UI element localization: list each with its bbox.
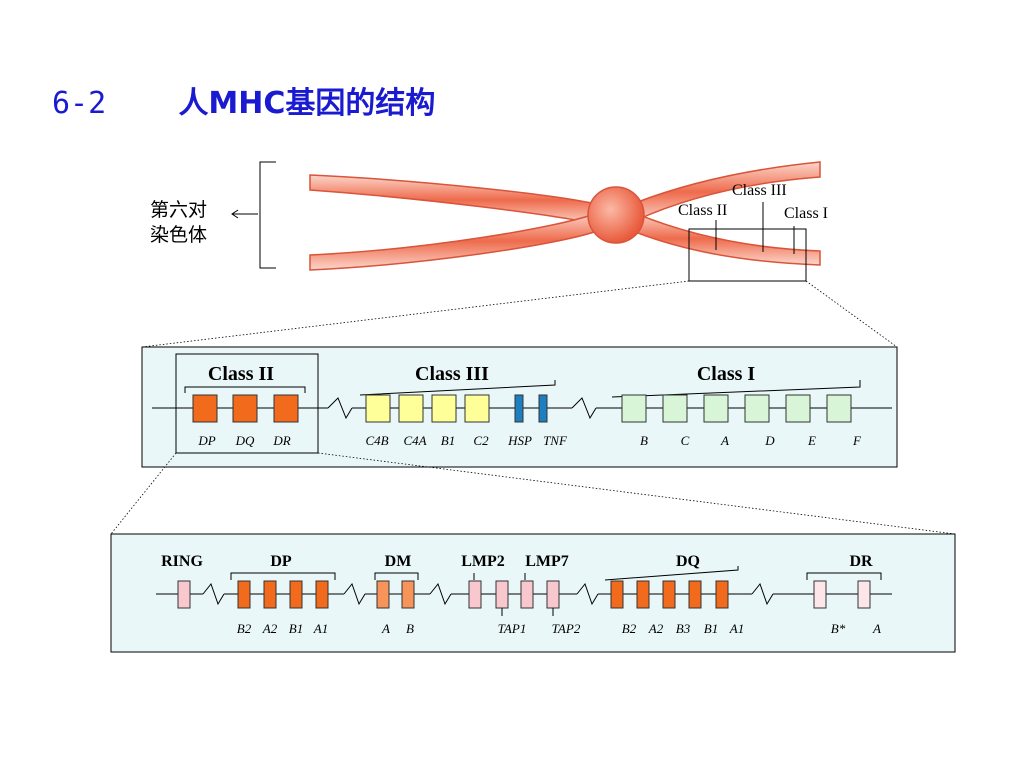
gene-box-lmp2: [468, 580, 482, 609]
gene-label-c2: C2: [473, 433, 489, 448]
panel-2: RING DP DM LMP2 LMP7 DQ DR: [110, 533, 956, 653]
chromosome-arm-lower-left: [309, 210, 601, 271]
gene-box-tap1: [495, 580, 509, 609]
gene-box-dp: [192, 394, 218, 423]
gene-label-f: F: [852, 433, 862, 448]
title-number: 6-2: [52, 86, 107, 121]
gene-label-d: D: [764, 433, 775, 448]
panel-2-header-ring: RING: [161, 553, 203, 570]
gene-box-dp-b2: [237, 580, 251, 609]
panel-2-header-dm: DM: [385, 553, 412, 570]
gene-box-dq-b2: [610, 580, 624, 609]
chromosome-arm-upper-right: [629, 161, 821, 224]
chromosome-region-markers: [715, 202, 795, 254]
panel-2-header-dp: DP: [270, 553, 292, 570]
panel-1-header-class2: Class II: [208, 363, 274, 385]
gene-box-b1: [431, 394, 457, 423]
gene-box-tnf: [538, 394, 548, 423]
gene-label-dr: DR: [272, 433, 290, 448]
chromosome: [309, 161, 821, 271]
gene2-label-dq-a1: A1: [729, 621, 744, 636]
gene2-label-dq-b2: B2: [622, 621, 637, 636]
gene-box-c: [662, 394, 688, 423]
panel-2-header-lmp2: LMP2: [461, 553, 505, 570]
gene-box-dr-a: [857, 580, 871, 609]
chromosome-bracket: [231, 161, 276, 269]
gene-label-dp: DP: [197, 433, 215, 448]
gene2-label-dp-b2: B2: [237, 621, 252, 636]
chromosome-class2-label: Class II: [678, 202, 727, 219]
panel-2-header-dr: DR: [849, 553, 873, 570]
chromosome-label-line1: 第六对: [150, 199, 208, 221]
gene-label-dq: DQ: [235, 433, 255, 448]
chromosome-zoom-box: [688, 228, 807, 282]
gene-box-f: [826, 394, 852, 423]
gene-box-dr: [273, 394, 299, 423]
zoom-line-right-1: [805, 280, 898, 348]
chromosome-class3-label: Class III: [732, 182, 787, 199]
title-text: 人MHC基因的结构: [178, 86, 436, 121]
gene-label-c: C: [681, 433, 690, 448]
centromere: [587, 186, 645, 244]
gene-box-ring: [177, 580, 191, 609]
gene2-label-dq-b1: B1: [704, 621, 718, 636]
gene-box-dq-a1: [715, 580, 729, 609]
gene-box-b: [621, 394, 647, 423]
gene-box-dr-b: [813, 580, 827, 609]
gene-box-c4a: [398, 394, 424, 423]
chromosome-arm-lower-right: [629, 210, 821, 266]
gene-box-tap2: [546, 580, 560, 609]
panel-1: Class II Class III Class I: [141, 346, 898, 468]
chromosome-arm-upper-left: [309, 174, 601, 226]
gene-label-c4b: C4B: [365, 433, 388, 448]
panel-2-header-lmp7: LMP7: [525, 553, 569, 570]
gene2-label-dm-a: A: [381, 621, 390, 636]
gene-box-dq-b3: [662, 580, 676, 609]
gene-label-b1: B1: [441, 433, 455, 448]
gene2-label-tap1: TAP1: [498, 621, 527, 636]
gene-box-dp-b1: [289, 580, 303, 609]
gene-box-d: [744, 394, 770, 423]
chromosome-label-line2: 染色体: [150, 224, 208, 246]
gene2-label-tap2: TAP2: [552, 621, 581, 636]
chromosome-class1-label: Class I: [784, 205, 828, 222]
chromosome-label: 第六对 染色体: [150, 198, 207, 248]
gene-box-e: [785, 394, 811, 423]
gene-label-hsp: HSP: [507, 433, 532, 448]
panel-1-header-class3: Class III: [415, 363, 489, 385]
gene-box-c2: [464, 394, 490, 423]
gene-box-lmp7: [520, 580, 534, 609]
gene-box-c4b: [365, 394, 391, 423]
gene-box-dm-b: [401, 580, 415, 609]
gene-box-dp-a1: [315, 580, 329, 609]
gene2-label-dp-b1: B1: [289, 621, 303, 636]
panel-1-brackets: [184, 380, 861, 398]
page-title: 6-2 人MHC基因的结构: [52, 78, 435, 122]
gene-label-a: A: [720, 433, 729, 448]
zoom-line-left-1: [141, 280, 690, 348]
gene2-label-dm-b: B: [406, 621, 414, 636]
gene-box-dq-a2: [636, 580, 650, 609]
panel-1-class2-box: [175, 353, 319, 454]
gene2-label-dq-a2: A2: [648, 621, 664, 636]
gene-box-dm-a: [376, 580, 390, 609]
gene-box-dp-a2: [263, 580, 277, 609]
gene-box-a: [703, 394, 729, 423]
panel-2-header-dq: DQ: [676, 553, 700, 570]
gene-box-dq-b1: [688, 580, 702, 609]
gene-box-dq: [232, 394, 258, 423]
gene-label-e: E: [807, 433, 816, 448]
gene2-label-dq-b3: B3: [676, 621, 691, 636]
gene2-label-dp-a1: A1: [313, 621, 328, 636]
gene-label-tnf: TNF: [543, 433, 568, 448]
panel-1-header-class1: Class I: [697, 363, 756, 385]
panel-2-brackets: [230, 566, 882, 581]
gene2-label-dr-b: B*: [831, 621, 846, 636]
gene-label-b: B: [640, 433, 648, 448]
gene2-label-dr-a: A: [872, 621, 881, 636]
gene-label-c4a: C4A: [403, 433, 426, 448]
gene2-label-dp-a2: A2: [262, 621, 278, 636]
gene-box-hsp: [514, 394, 524, 423]
